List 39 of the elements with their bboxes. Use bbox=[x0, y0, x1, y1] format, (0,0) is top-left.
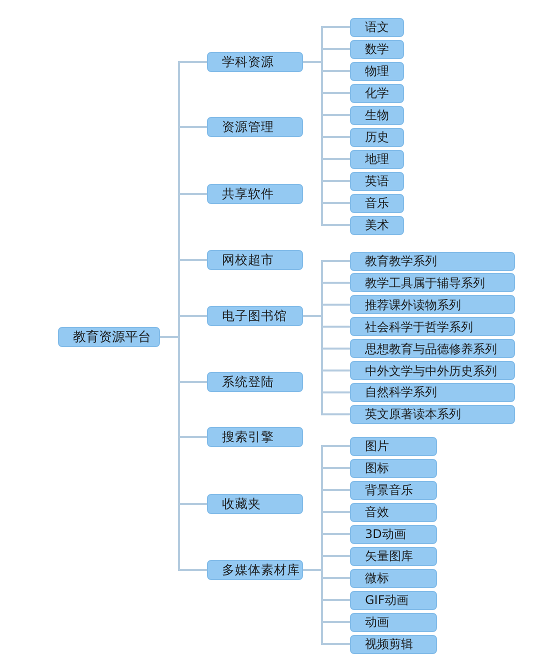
root-box: 教育资源平台 bbox=[58, 327, 160, 347]
category-box: 学科资源 bbox=[207, 52, 303, 72]
item-box: 图片 bbox=[350, 436, 437, 456]
item-box: 社会科学于哲学系列 bbox=[350, 317, 515, 336]
item-box: 美术 bbox=[350, 216, 404, 234]
item-box: 历史 bbox=[350, 128, 404, 146]
item-box: 推荐课外读物系列 bbox=[350, 295, 515, 314]
category-box: 收藏夹 bbox=[207, 494, 303, 514]
category-box: 多媒体素材库 bbox=[207, 560, 303, 580]
category-box: 电子图书馆 bbox=[207, 306, 303, 326]
item-box: 自然科学系列 bbox=[350, 382, 515, 402]
item-box: 矢量图库 bbox=[350, 546, 437, 566]
category-box: 搜索引擎 bbox=[207, 427, 303, 447]
item-box: 思想教育与品德修养系列 bbox=[350, 339, 515, 358]
category-box: 网校超市 bbox=[207, 250, 303, 270]
item-box: GIF动画 bbox=[350, 590, 437, 610]
item-box: 动画 bbox=[350, 612, 437, 632]
item-box: 音乐 bbox=[350, 194, 404, 212]
connector-line bbox=[160, 336, 207, 571]
item-box: 物理 bbox=[350, 62, 404, 80]
item-box: 教育教学系列 bbox=[350, 252, 515, 270]
item-box: 语文 bbox=[350, 18, 404, 36]
item-box: 数学 bbox=[350, 40, 404, 58]
item-box: 生物 bbox=[350, 106, 404, 124]
item-box: 微标 bbox=[350, 568, 437, 588]
category-box: 共享软件 bbox=[207, 184, 303, 204]
item-box: 3D动画 bbox=[350, 524, 437, 544]
item-box: 背景音乐 bbox=[350, 480, 437, 500]
item-box: 图标 bbox=[350, 458, 437, 478]
item-box: 化学 bbox=[350, 84, 404, 102]
item-box: 英语 bbox=[350, 172, 404, 190]
category-box: 系统登陆 bbox=[207, 372, 303, 392]
item-box: 音效 bbox=[350, 502, 437, 522]
item-box: 中外文学与中外历史系列 bbox=[350, 361, 515, 380]
category-box: 资源管理 bbox=[207, 117, 303, 137]
item-box: 地理 bbox=[350, 150, 404, 168]
item-box: 教学工具属于辅导系列 bbox=[350, 273, 515, 292]
item-box: 视频剪辑 bbox=[350, 634, 437, 654]
item-box: 英文原著读本系列 bbox=[350, 404, 515, 424]
